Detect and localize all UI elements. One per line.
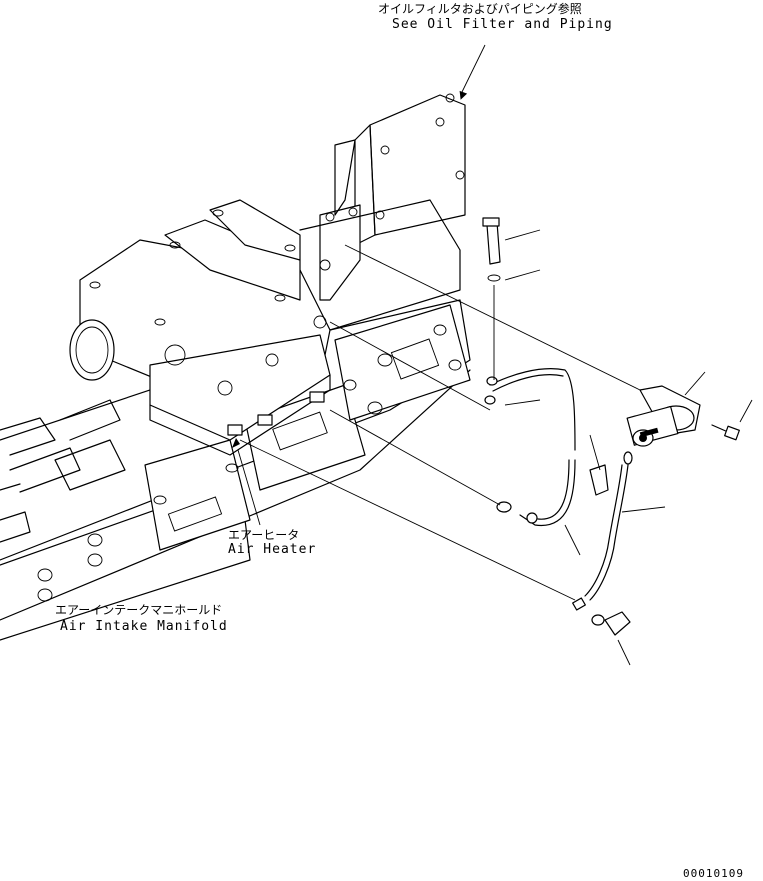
cables [482, 217, 633, 636]
leader-lines [232, 44, 753, 666]
mounting-bracket [299, 93, 466, 331]
oil-filter-callout-en: See Oil Filter and Piping [392, 17, 613, 32]
intake-manifold-callout-en: Air Intake Manifold [60, 619, 228, 634]
heater-relay [626, 385, 740, 447]
air-heater-callout-en: Air Heater [228, 542, 317, 557]
oil-filter-callout-jp: オイルフィルタおよびパイピング参照 [378, 2, 582, 16]
air-heater-callout-jp: エアーヒータ [228, 528, 300, 542]
drawing-number: 00010109 [683, 867, 744, 880]
intake-manifold-callout-jp: エアーインテークマニホールド [55, 603, 223, 617]
air-heater [69, 199, 331, 456]
